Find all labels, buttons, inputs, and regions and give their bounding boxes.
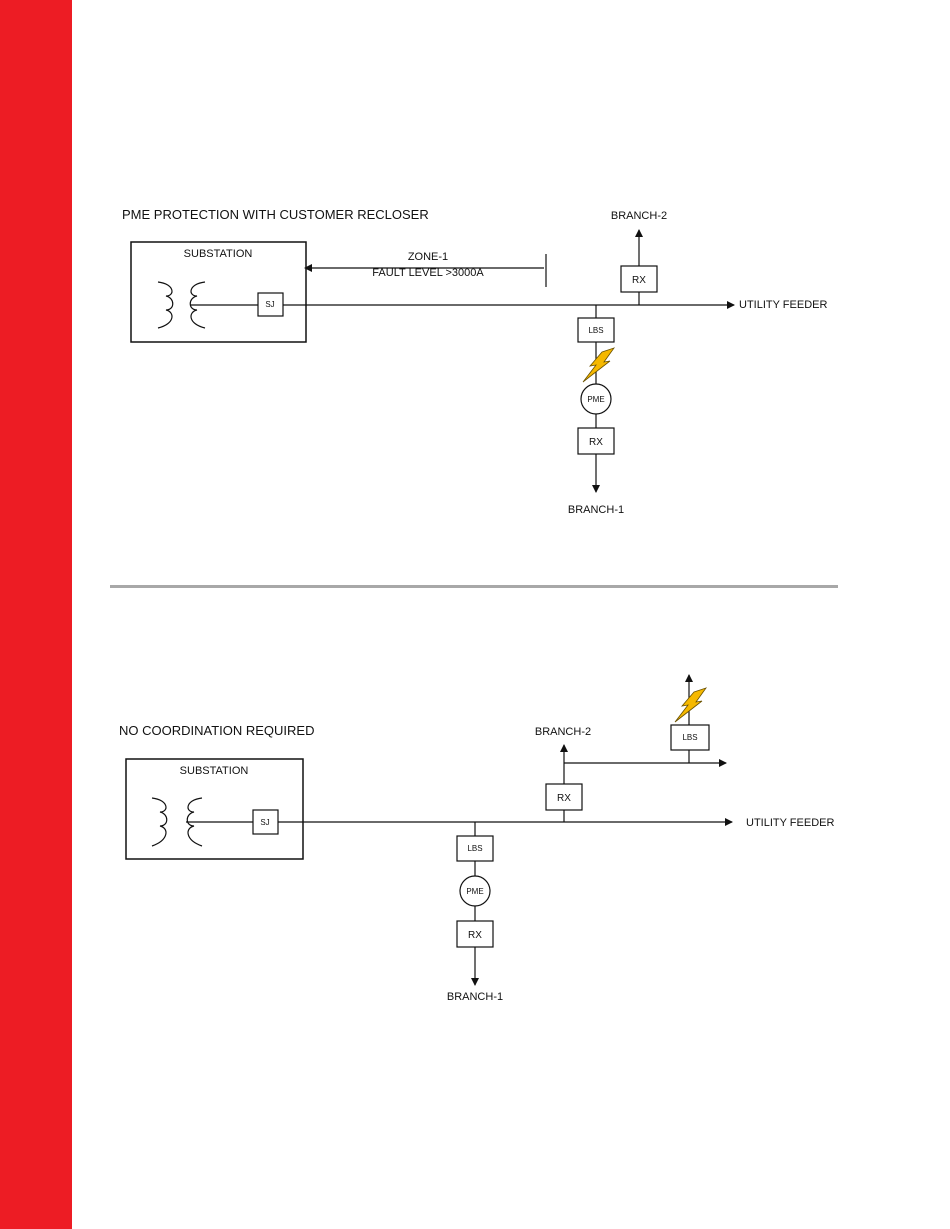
rx-bottom-label: RX xyxy=(589,437,603,448)
lightning-fault-icon xyxy=(583,348,614,382)
sj-label: SJ xyxy=(260,818,269,827)
branch-2-label: BRANCH-2 xyxy=(611,210,667,222)
utility-feeder-label: UTILITY FEEDER xyxy=(746,817,834,829)
zone-1-label: ZONE-1 xyxy=(408,251,448,263)
utility-feeder-label: UTILITY FEEDER xyxy=(739,299,827,311)
pme-label: PME xyxy=(587,395,604,404)
branch-1-label: BRANCH-1 xyxy=(447,991,503,1003)
fault-level-label: FAULT LEVEL >3000A xyxy=(372,267,484,279)
lbs-label: LBS xyxy=(588,326,603,335)
diagram-1-title: PME PROTECTION WITH CUSTOMER RECLOSER xyxy=(122,207,429,222)
rx-bottom-label: RX xyxy=(468,930,482,941)
lightning-fault-icon xyxy=(675,688,706,722)
diagram-2-title: NO COORDINATION REQUIRED xyxy=(119,723,315,738)
pme-label: PME xyxy=(466,887,483,896)
substation-label: SUBSTATION xyxy=(184,248,253,260)
sj-label: SJ xyxy=(265,300,274,309)
substation-label: SUBSTATION xyxy=(180,765,249,777)
rx-top-label: RX xyxy=(632,275,646,286)
diagram-2: NO COORDINATION REQUIRED SUBSTATION SJ U… xyxy=(119,675,834,1003)
lbs-label: LBS xyxy=(467,844,482,853)
diagram-1: PME PROTECTION WITH CUSTOMER RECLOSER SU… xyxy=(122,207,827,516)
lbs-top-label: LBS xyxy=(682,733,697,742)
branch-1-label: BRANCH-1 xyxy=(568,504,624,516)
rx-top-label: RX xyxy=(557,793,571,804)
branch-2-label: BRANCH-2 xyxy=(535,726,591,738)
